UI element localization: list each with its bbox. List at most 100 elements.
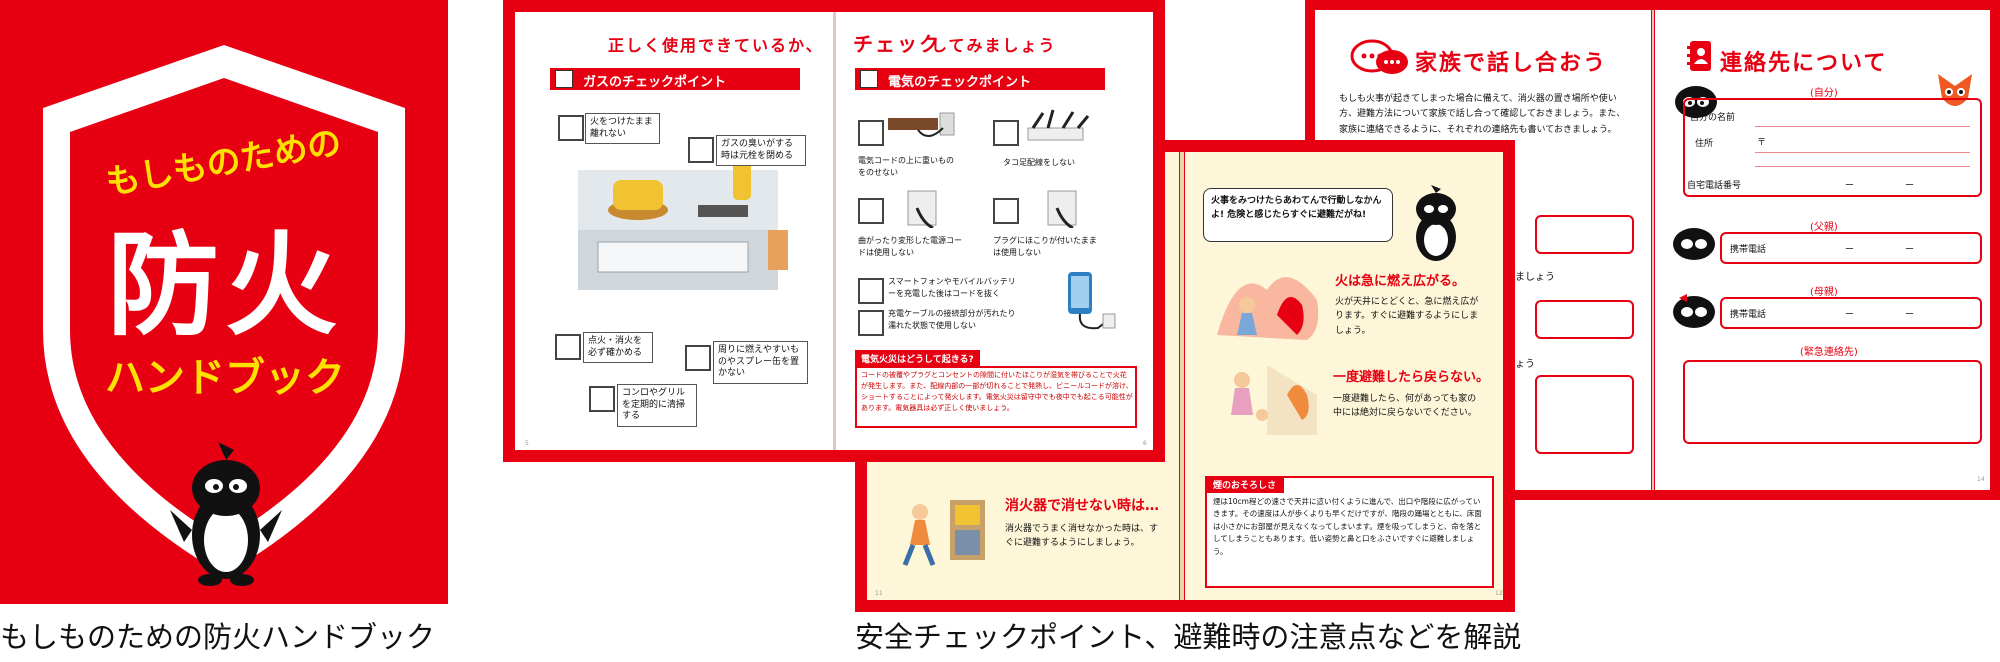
gas-item-1: 火をつけたまま離れない: [585, 113, 660, 145]
elec-item-1: 電気コードの上に重いものをのせない: [858, 156, 954, 177]
gas-title-bar: [550, 68, 800, 90]
gas-checkbox-4[interactable]: [685, 345, 711, 371]
postal-mark: 〒: [1757, 138, 1767, 148]
elec-checkbox-4[interactable]: [993, 198, 1019, 224]
speech-bubble: [1203, 188, 1393, 242]
page-number: 5: [525, 440, 529, 447]
outlet-illustration: [1047, 190, 1077, 228]
page-number: 11: [875, 590, 883, 597]
cause-box: [855, 366, 1137, 428]
cover: もしものための 防火 ハンドブック: [0, 0, 448, 604]
smartphone-illustration: [1068, 272, 1116, 330]
address-line-2: [1755, 166, 1970, 167]
cause-title: 電気火災はどうして起きる?: [855, 350, 980, 367]
cover-title-sub: ハンドブック: [105, 355, 345, 401]
address-book-icon: [1687, 41, 1711, 71]
spread2-spine: [1180, 152, 1184, 600]
elec-item-3: 曲がったり変形した電源コードは使用しない: [858, 236, 962, 257]
elec-item-4: プラグにほこりが付いたままは使用しない: [993, 236, 1097, 257]
spread3-empty-box: [1535, 375, 1634, 454]
kitchen-illustration: [578, 150, 788, 290]
spread1: 正しく使用できているか、 チェック してみましょう ガスのチェックポイント 電気…: [503, 0, 1165, 462]
spread3-empty-box: [1535, 215, 1634, 254]
dash: ー: [1845, 310, 1855, 320]
elec-item-2: タコ足配線をしない: [1003, 158, 1075, 167]
cover-title-main: 防火: [107, 221, 343, 351]
mother-heading: (母親): [1810, 287, 1838, 298]
name-label: 自分の名前: [1690, 113, 1736, 123]
chat-bubble-icon: [1350, 39, 1408, 74]
elec-checkbox-1[interactable]: [858, 120, 884, 146]
dash: ー: [1905, 245, 1915, 255]
family-text: もしも火事が起きてしまった場合に備えて、消火器の置き場所や使い方、避難方法につい…: [1339, 94, 1626, 135]
plug-illustration: [888, 112, 955, 137]
cause-text: コードの被覆やプラグとコンセントの隙間に付いたほこりが湿気を帯びることで火花が発…: [861, 371, 1133, 412]
cover-caption: もしものための防火ハンドブック: [0, 620, 436, 654]
elec-checkbox-6[interactable]: [858, 310, 884, 336]
father-heading: (父親): [1810, 222, 1838, 233]
gas-title: ガスのチェックポイント: [583, 75, 727, 90]
elec-item-5: スマートフォンやモバイルバッテリーを充電した後はコードを抜く: [888, 277, 1016, 298]
dash: ー: [1905, 181, 1915, 191]
dash: ー: [1845, 181, 1855, 191]
mother-mobile-label: 携帯電話: [1730, 310, 1767, 320]
gas-checkbox-3[interactable]: [555, 334, 581, 360]
gas-checkbox-2[interactable]: [688, 137, 714, 163]
fire-spread-text: 火が天井にとどくと、急に燃え広がります。すぐに避難するようにしましょう。: [1335, 297, 1479, 336]
dash: ー: [1905, 310, 1915, 320]
spread3-note2: しょう: [1505, 359, 1535, 370]
emergency-box: [1683, 360, 1982, 444]
emergency-heading: (緊急連絡先): [1800, 347, 1858, 358]
father-mobile-label: 携帯電話: [1730, 245, 1767, 255]
spread3-note1: しましょう: [1505, 272, 1555, 283]
smoke-title: 煙のおそろしさ: [1205, 476, 1285, 493]
gas-item-4: 周りに燃えやすいものやスプレー缶を置かない: [713, 341, 808, 385]
name-line: [1755, 126, 1970, 127]
self-heading: (自分): [1810, 88, 1838, 99]
gas-item-5: コンロやグリルを定期的に清掃する: [617, 384, 697, 428]
mother-box: [1720, 297, 1982, 329]
spreads-caption: 安全チェックポイント、避難時の注意点などを解説: [855, 620, 1522, 654]
elec-checkbox-5[interactable]: [858, 278, 884, 304]
self-box: [1683, 98, 1982, 197]
page-number: 6: [1143, 440, 1147, 447]
gas-item-3: 点火・消火を必ず確かめる: [583, 332, 653, 364]
page-number: 12: [1495, 590, 1503, 597]
spread1-heading-a: 正しく使用できているか、: [608, 36, 824, 55]
elec-item-6: 充電ケーブルの接続部分が汚れたり濡れた状態で使用しない: [888, 309, 1016, 330]
elec-checkbox-2[interactable]: [993, 120, 1019, 146]
check-mark-icon: [860, 70, 878, 88]
fire-spread-title: 火は急に燃え広がる。: [1335, 274, 1466, 289]
contact-title: 連絡先について: [1720, 51, 1888, 76]
orca-mascot: [1673, 228, 1715, 260]
extinguish-text: 消火器でうまく消せなかった時は、すぐに避難するようにしましょう。: [1005, 524, 1159, 549]
gas-item-2: ガスの臭いがする時は元栓を閉める: [716, 135, 806, 167]
home-phone-label: 自宅電話番号: [1687, 181, 1742, 191]
orca-mascot: [1416, 185, 1456, 261]
gas-checkbox-1[interactable]: [558, 115, 584, 141]
outlet-illustration: [907, 190, 937, 228]
no-return-title: 一度避難したら戻らない。: [1333, 370, 1490, 385]
page-number: 14: [1977, 476, 1985, 483]
father-box: [1720, 232, 1982, 264]
address-line: [1755, 152, 1970, 153]
elec-checkbox-3[interactable]: [858, 198, 884, 224]
power-strip-illustration: [1027, 109, 1090, 141]
no-return-illustration: [1231, 365, 1317, 435]
escape-illustration: [902, 500, 985, 566]
smoke-text: 煙は10cm程どの速さで天井に這い付くように進んで、出口や階段に広がっていきます…: [1213, 497, 1482, 556]
speech-bubble-text: 火事をみつけたらあわてんで行動しなかんよ! 危険と感じたらすぐに避難だがね!: [1211, 196, 1382, 221]
address-label: 住所: [1695, 139, 1714, 149]
family-title: 家族で話し合おう: [1415, 51, 1608, 76]
spread1-spine: [833, 12, 836, 450]
extinguish-title: 消火器で消せない時は…: [1005, 498, 1159, 514]
elec-title-bar: [855, 68, 1105, 90]
spread1-heading-b: チェック: [853, 32, 941, 56]
orca-mascot: [170, 442, 282, 586]
no-return-text: 一度避難したら、何があっても家の中には絶対に戻らないでください。: [1333, 394, 1477, 419]
check-mark-icon: [555, 70, 573, 88]
smoke-box: [1205, 476, 1494, 588]
orca-mascot: [1673, 294, 1715, 328]
gas-checkbox-5[interactable]: [589, 386, 615, 412]
fire-illustration: [1217, 277, 1319, 340]
